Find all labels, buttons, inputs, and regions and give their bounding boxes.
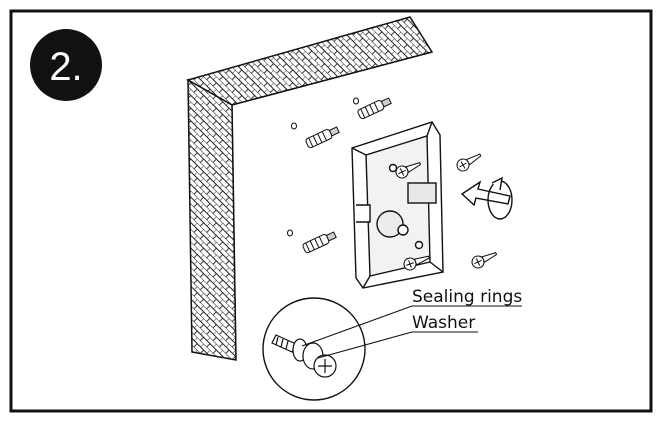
wall-plug [357,97,392,120]
detail-inset [262,297,366,401]
wall-plugs [302,97,392,254]
wall-plug [305,126,340,149]
wall [186,16,434,361]
washer-leader [317,331,413,359]
callout-lines [301,305,522,359]
wall-hole [287,229,293,237]
rotate-arrow-icon [460,176,513,220]
screw [395,162,422,179]
detail-screw [271,334,337,378]
wall-hole [291,122,297,130]
screw [403,255,430,271]
screws [395,153,498,271]
box-boss [376,210,404,238]
box-screw-hole [414,240,424,250]
wall-surface-outline [231,51,433,361]
wall-side-edge [187,78,237,361]
step-badge: 2. [30,29,102,101]
wall-hole [353,97,359,105]
step-number: 2. [49,45,82,89]
box-side-notch [356,204,371,223]
screw [456,153,482,172]
box-boss-pin [397,224,409,236]
box-rim-top [351,121,444,289]
wall-top-edge [186,16,434,106]
diagram-frame [9,9,653,413]
wall-holes [287,97,359,237]
screw [471,252,498,269]
washer-label: Washer [412,313,475,333]
mounting-box [351,121,444,289]
box-screw-hole [388,163,398,173]
phillips-slot [318,359,332,373]
box-latch [407,182,437,204]
box-inner [365,135,431,277]
wall-plug [302,231,337,254]
sealing-rings-label: Sealing rings [412,287,522,307]
sealing-rings-leader [301,305,413,347]
